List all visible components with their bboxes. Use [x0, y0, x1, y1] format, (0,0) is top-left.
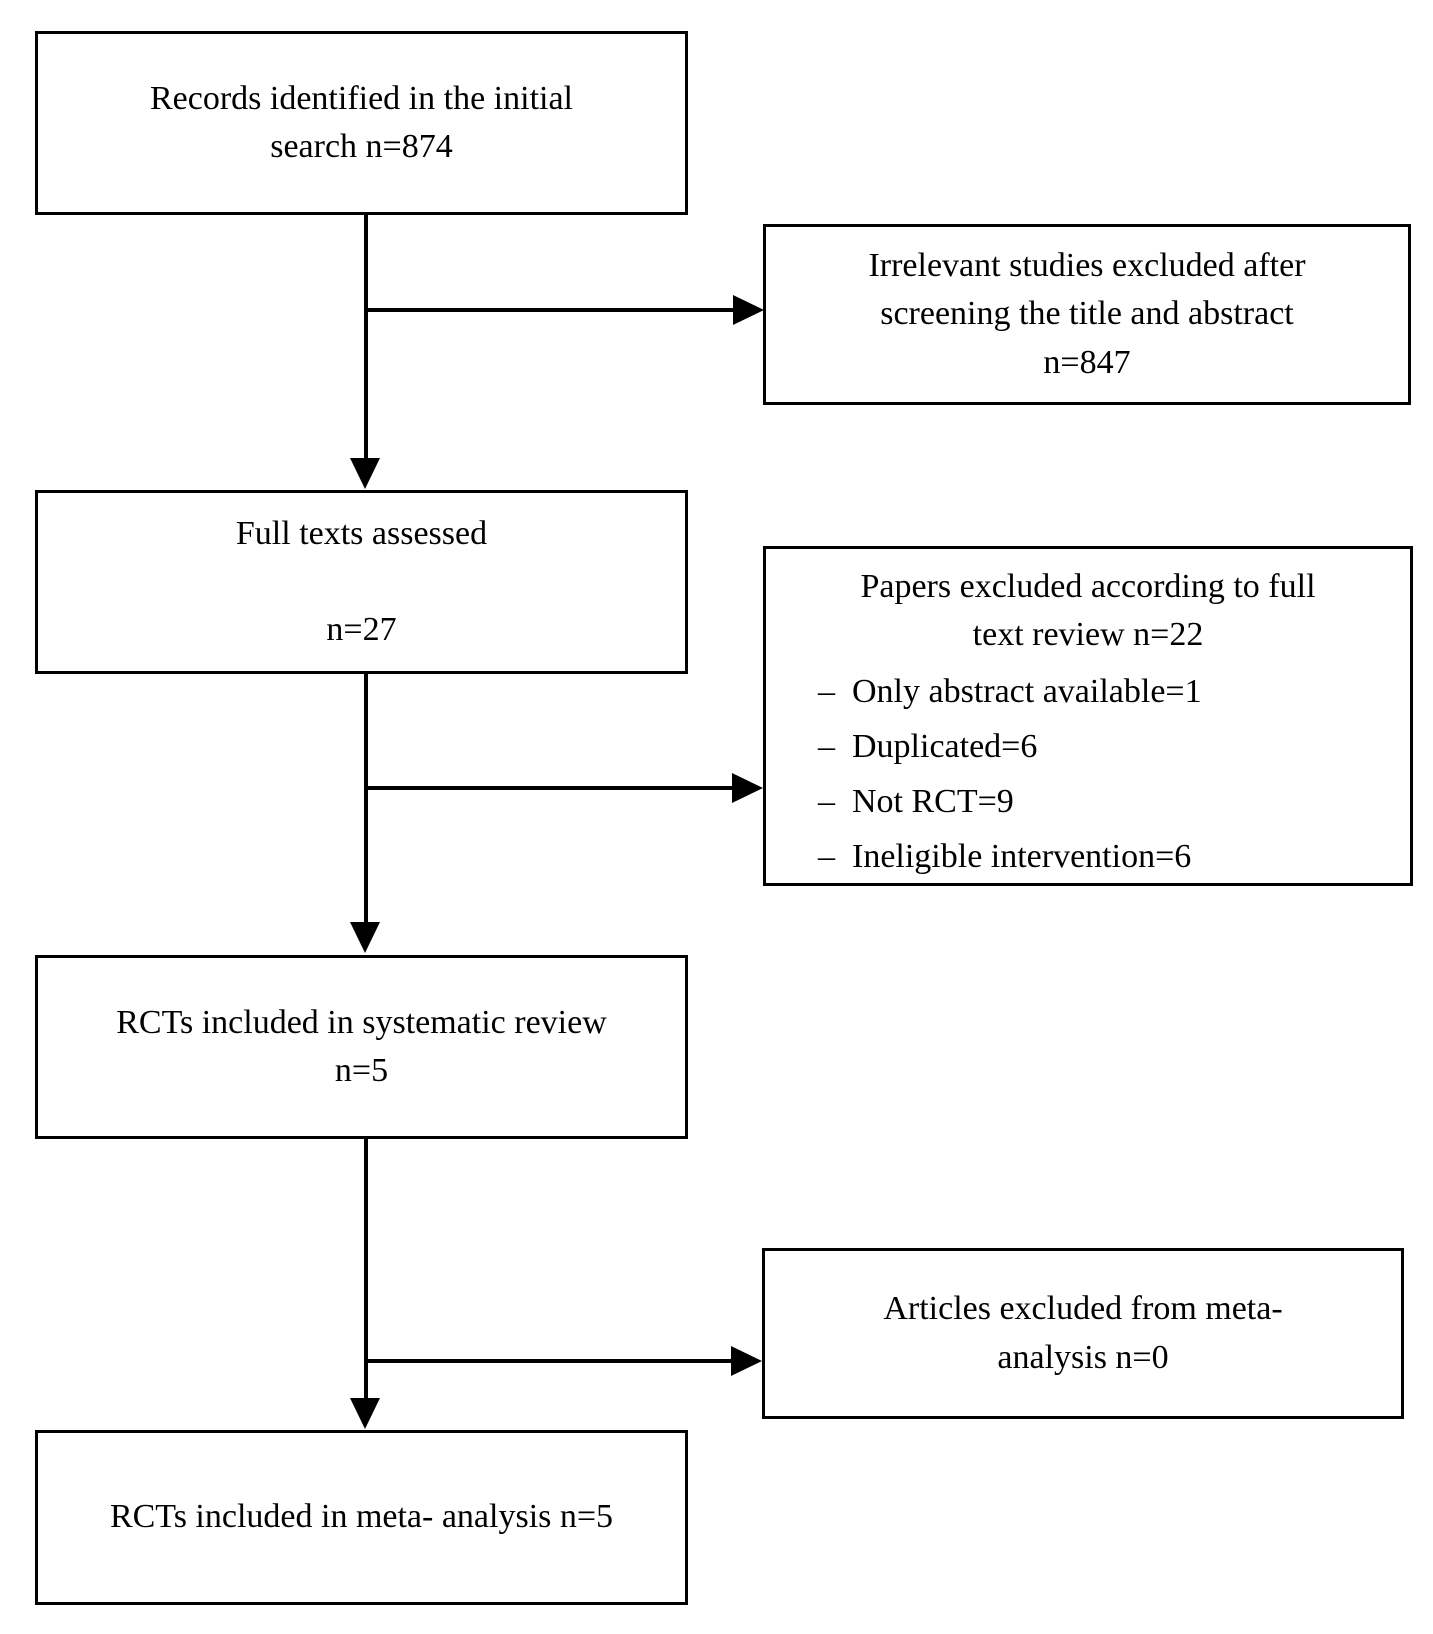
box-rcts-meta-analysis: RCTs included in meta- analysis n=5	[35, 1430, 688, 1605]
box-full-texts-line3: n=27	[326, 611, 397, 649]
connector-rcts-to-articles-excluded-line	[366, 1359, 733, 1363]
connector-fulltexts-to-papers-excluded-line	[366, 786, 734, 790]
dash-bullet-icon: –	[818, 782, 835, 820]
box-records-identified-line2: search n=874	[270, 128, 453, 165]
box-records-identified-line1: Records identified in the initial	[149, 79, 573, 117]
box-papers-excluded-line2: text review n=22	[972, 616, 1204, 654]
list-item: –Ineligible intervention=6	[818, 829, 1410, 884]
connector-fulltexts-to-papers-excluded-arrowhead-icon	[732, 773, 763, 803]
box-full-texts-spacer	[236, 558, 487, 606]
connector-rcts-to-articles-excluded-arrowhead-icon	[731, 1346, 762, 1376]
box-articles-excluded-meta-analysis: Articles excluded from meta- analysis n=…	[762, 1248, 1404, 1419]
list-item: –Only abstract available=1	[818, 664, 1410, 719]
box-full-texts-line1: Full texts assessed	[235, 514, 488, 552]
box-rcts-systematic-review-text: RCTs included in systematic review n=5	[102, 999, 621, 1096]
box-irrelevant-line1: Irrelevant studies excluded after	[868, 247, 1306, 285]
connector-records-to-irrelevant-line	[366, 308, 735, 312]
reason-label: Only abstract available=1	[852, 672, 1202, 710]
reason-label: Ineligible intervention=6	[852, 837, 1192, 875]
box-full-texts-assessed-text: Full texts assessed n=27	[222, 510, 501, 655]
box-rcts-systematic-line2: n=5	[334, 1052, 389, 1089]
connector-fulltexts-to-rcts-arrowhead-icon	[350, 922, 380, 953]
box-records-identified: Records identified in the initial search…	[35, 31, 688, 215]
connector-records-to-fulltexts-arrowhead-icon	[350, 458, 380, 489]
box-rcts-meta-analysis-text: RCTs included in meta- analysis n=5	[96, 1493, 627, 1541]
dash-bullet-icon: –	[818, 672, 835, 710]
connector-records-to-fulltexts-line	[364, 215, 368, 470]
connector-rcts-to-meta-arrowhead-icon	[350, 1398, 380, 1429]
list-item: –Not RCT=9	[818, 774, 1410, 829]
box-rcts-meta-line1: RCTs included in meta- analysis n=5	[109, 1498, 614, 1536]
box-articles-excluded-line1: Articles excluded from meta-	[883, 1290, 1283, 1328]
dash-bullet-icon: –	[818, 727, 835, 765]
box-records-identified-text: Records identified in the initial search…	[136, 75, 587, 172]
box-irrelevant-line2: screening the title and abstract	[880, 295, 1294, 333]
reason-label: Duplicated=6	[852, 727, 1038, 765]
connector-rcts-to-meta-line	[364, 1139, 368, 1411]
box-papers-excluded: Papers excluded according to full text r…	[763, 546, 1413, 886]
box-irrelevant-studies-excluded-text: Irrelevant studies excluded after screen…	[854, 242, 1319, 387]
list-item: –Duplicated=6	[818, 719, 1410, 774]
box-rcts-systematic-line1: RCTs included in systematic review	[116, 1003, 607, 1041]
box-irrelevant-studies-excluded: Irrelevant studies excluded after screen…	[763, 224, 1411, 405]
box-irrelevant-line3: n=847	[1043, 343, 1131, 381]
connector-fulltexts-to-rcts-line	[364, 674, 368, 932]
box-rcts-systematic-review: RCTs included in systematic review n=5	[35, 955, 688, 1139]
connector-records-to-irrelevant-arrowhead-icon	[733, 295, 764, 325]
box-full-texts-assessed: Full texts assessed n=27	[35, 490, 688, 674]
dash-bullet-icon: –	[818, 837, 835, 875]
reason-label: Not RCT=9	[852, 782, 1014, 820]
box-articles-excluded-text: Articles excluded from meta- analysis n=…	[869, 1285, 1296, 1382]
box-papers-excluded-line1: Papers excluded according to full	[860, 568, 1316, 605]
box-papers-excluded-heading: Papers excluded according to full text r…	[766, 563, 1410, 660]
papers-excluded-reason-list: –Only abstract available=1 –Duplicated=6…	[766, 664, 1410, 884]
box-articles-excluded-line2: analysis n=0	[997, 1338, 1169, 1376]
